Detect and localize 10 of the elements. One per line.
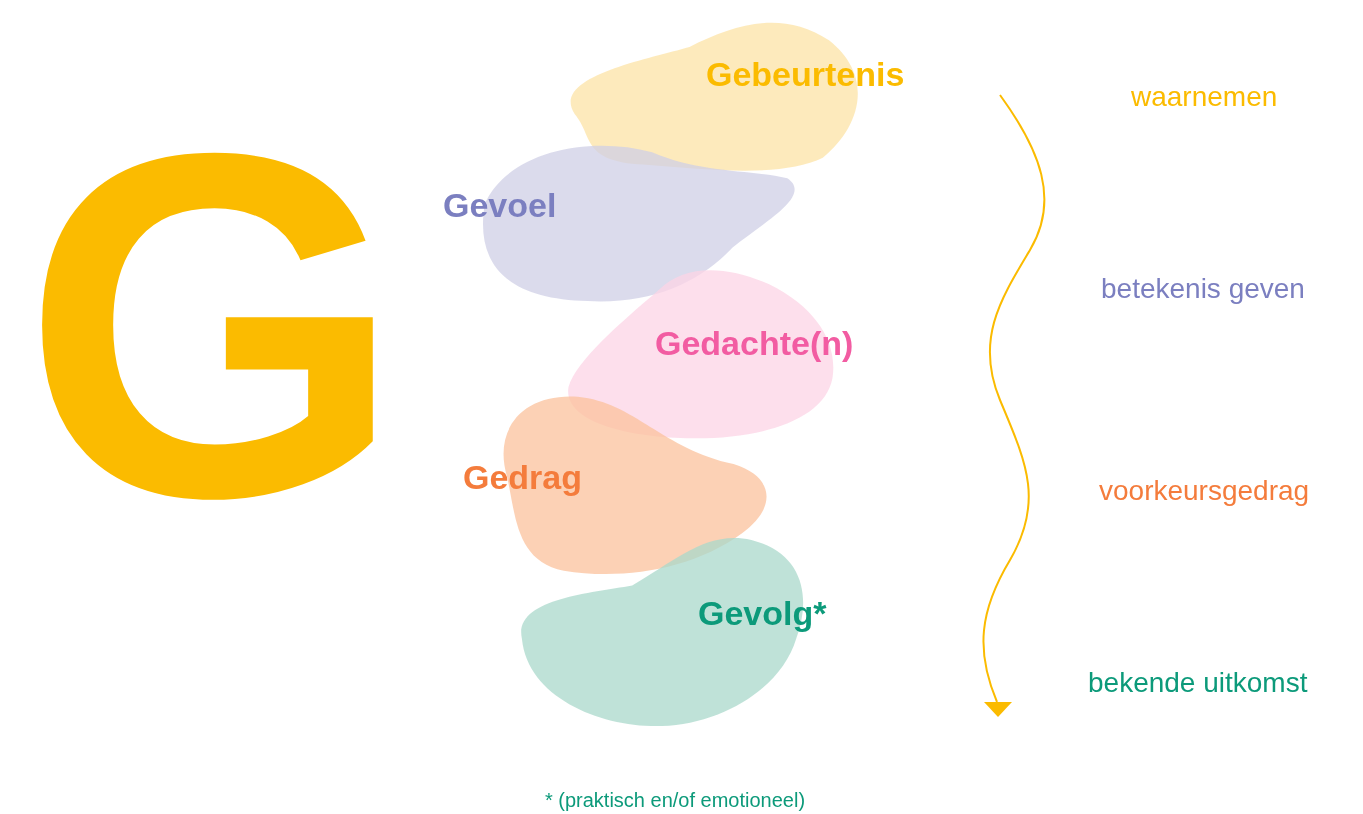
big-letter: G: [22, 80, 404, 570]
step-label: betekenis geven: [1101, 275, 1305, 303]
node-label: Gevoel: [443, 188, 557, 222]
step-label: voorkeursgedrag: [1099, 477, 1310, 505]
node-label: Gevolg*: [698, 596, 827, 630]
node-label: Gedachte(n): [655, 326, 854, 360]
footnote: * (praktisch en/of emotioneel): [543, 790, 807, 810]
node-label: Gebeurtenis: [706, 57, 905, 91]
step-label: waarnemen: [1131, 83, 1278, 111]
step-label: bekende uitkomst: [1088, 669, 1308, 697]
